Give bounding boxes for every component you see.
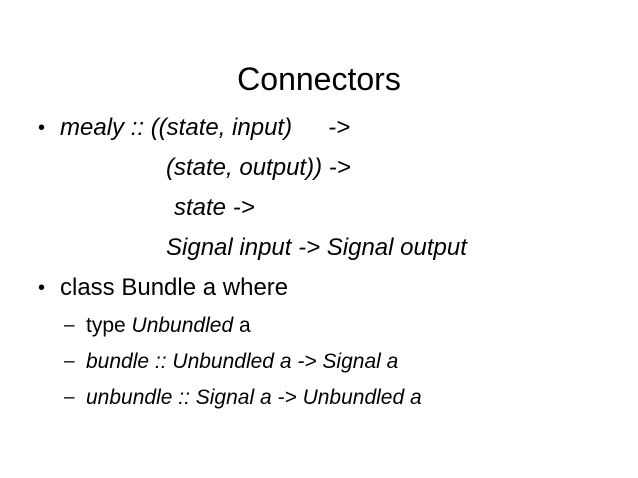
- bullet-item-class-bundle: • class Bundle a where: [0, 268, 638, 308]
- continuation-text-signal: Signal input -> Signal output: [166, 234, 467, 261]
- bullet-item-mealy: • mealy :: ((state, input) ->: [0, 108, 638, 148]
- continuation-text-state-output: (state, output)) ->: [166, 154, 351, 181]
- sub-bullet-item-unbundle: – unbundle :: Signal a -> Unbundled a: [0, 380, 638, 416]
- slide-title: Connectors: [237, 61, 401, 98]
- bullet-marker-icon: •: [38, 277, 46, 299]
- sub-bullet-text-type-keyword: type: [86, 314, 132, 337]
- continuation-text-state: state ->: [174, 194, 255, 221]
- dash-marker-icon: –: [64, 315, 75, 336]
- sub-bullet-text-unbundle: unbundle :: Signal a -> Unbundled a: [86, 386, 422, 409]
- continuation-line: state ->: [0, 188, 638, 228]
- sub-bullet-item-bundle: – bundle :: Unbundled a -> Signal a: [0, 344, 638, 380]
- sub-bullet-text-type-name: Unbundled: [131, 314, 234, 337]
- slide-body: • mealy :: ((state, input) -> (state, out…: [0, 108, 638, 416]
- continuation-line: (state, output)) ->: [0, 148, 638, 188]
- bullet-text-mealy: mealy :: ((state, input) ->: [60, 108, 350, 148]
- sub-bullet-text-type: type Unbundled a: [86, 308, 251, 344]
- bullet-text-mealy-arrow: ->: [328, 114, 351, 141]
- bullet-marker-icon: •: [38, 117, 46, 139]
- bullet-text-mealy-main: mealy :: ((state, input): [60, 114, 293, 141]
- sub-bullet-text-type-var: a: [233, 314, 251, 337]
- continuation-line: Signal input -> Signal output: [0, 228, 638, 268]
- sub-bullet-item-type: – type Unbundled a: [0, 308, 638, 344]
- sub-bullet-text-bundle: bundle :: Unbundled a -> Signal a: [86, 350, 399, 373]
- bullet-text-class-bundle: class Bundle a where: [60, 274, 289, 301]
- dash-marker-icon: –: [64, 387, 75, 408]
- dash-marker-icon: –: [64, 351, 75, 372]
